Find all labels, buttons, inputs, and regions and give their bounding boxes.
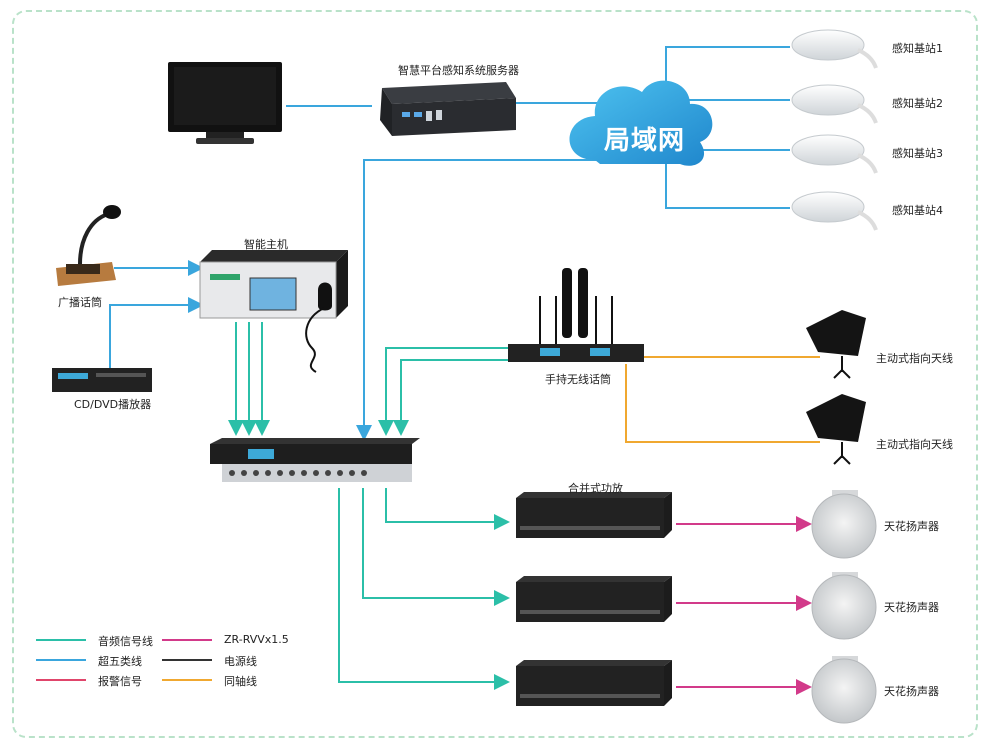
line-cloud-matrix — [356, 159, 598, 441]
wireless-mic-icon — [508, 268, 644, 362]
station-label-4: 感知基站4 — [892, 204, 943, 217]
station-label-2: 感知基站2 — [892, 97, 943, 110]
audio-matrix-icon — [210, 438, 420, 482]
mic-label: 广播话筒 — [58, 296, 102, 309]
station-icon-4 — [791, 191, 878, 231]
cloud-icon — [569, 80, 713, 166]
server-label: 智慧平台感知系统服务器 — [398, 64, 519, 77]
cloud-label: 局域网 — [604, 126, 686, 156]
legend-label-audio: 音频信号线 — [98, 635, 153, 648]
line-matrix-amp2 — [362, 488, 510, 606]
amplifier-icon-1 — [516, 492, 672, 538]
legend-swatch-power — [162, 659, 212, 661]
speaker-label-2: 天花扬声器 — [884, 601, 939, 614]
legend-swatch-cat5 — [36, 659, 86, 661]
line-matrix-amp3 — [338, 488, 510, 690]
speaker-label-1: 天花扬声器 — [884, 520, 939, 533]
antenna-icon-2 — [806, 394, 866, 465]
station-label-1: 感知基站1 — [892, 42, 943, 55]
station-icon-1 — [791, 29, 878, 69]
speaker-icon-3 — [811, 656, 877, 724]
legend-swatch-coax — [162, 679, 212, 681]
amp-label: 合并式功放 — [568, 482, 623, 495]
line-matrix-amp1 — [385, 488, 510, 530]
wireless-label: 手持无线话筒 — [545, 373, 611, 386]
cd-label: CD/DVD播放器 — [74, 398, 152, 411]
legend-label-power: 电源线 — [224, 655, 257, 668]
line-coax-2 — [625, 364, 820, 443]
legend-label-cat5: 超五类线 — [98, 655, 142, 668]
station-icon-2 — [791, 84, 878, 124]
line-wireless-matrix-1 — [378, 347, 508, 436]
line-wireless-matrix-2 — [393, 359, 508, 436]
line-cd-host — [109, 297, 204, 368]
dashed-frame — [12, 10, 978, 738]
station-label-3: 感知基站3 — [892, 147, 943, 160]
cd-player-icon — [52, 368, 152, 392]
paging-mic-icon — [56, 205, 121, 286]
amplifier-icon-2 — [516, 576, 672, 622]
speaker-icon-1 — [811, 490, 877, 559]
antenna-label-2: 主动式指向天线 — [876, 438, 953, 451]
monitor-icon — [168, 62, 282, 144]
antenna-label-1: 主动式指向天线 — [876, 352, 953, 365]
antenna-icon-1 — [806, 310, 866, 379]
speaker-label-3: 天花扬声器 — [884, 685, 939, 698]
legend-label-zr: ZR-RVVx1.5 — [224, 633, 289, 646]
legend-swatch-audio — [36, 639, 86, 641]
smart-host-icon — [199, 250, 348, 373]
legend-swatch-zr — [162, 639, 212, 641]
legend-swatch-alarm — [36, 679, 86, 681]
station-icon-3 — [791, 134, 878, 174]
line-cloud-stations — [665, 46, 790, 209]
legend-label-alarm: 报警信号 — [98, 675, 142, 688]
speaker-icon-2 — [811, 572, 877, 640]
amplifier-icon-3 — [516, 660, 672, 706]
server-icon — [380, 82, 516, 136]
legend-label-coax: 同轴线 — [224, 675, 257, 688]
host-label: 智能主机 — [244, 238, 288, 251]
